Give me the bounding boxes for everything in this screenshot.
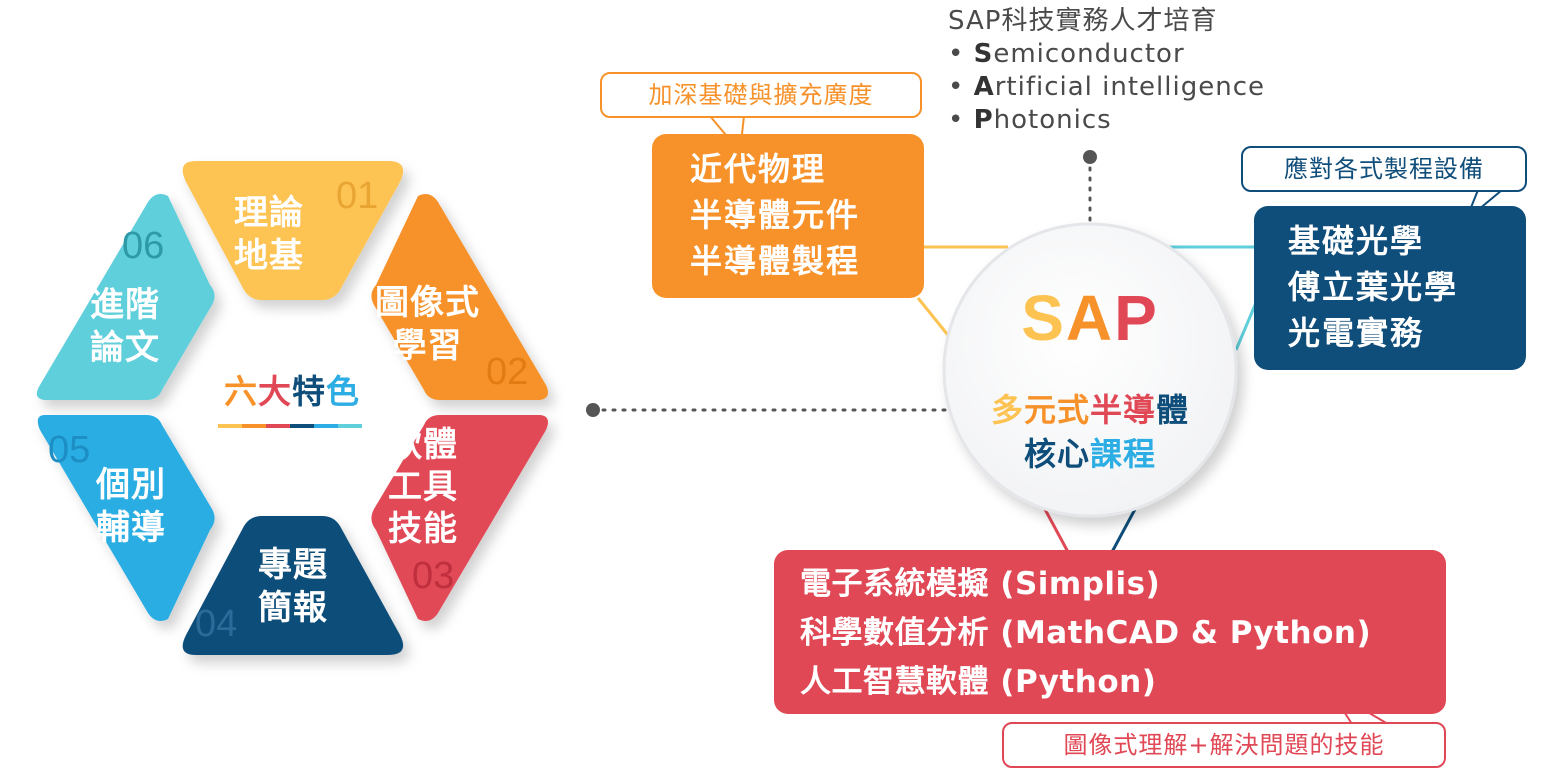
hub-bar-blue bbox=[314, 424, 338, 428]
segment-06-shape bbox=[36, 194, 215, 400]
segment-03-number: 03 bbox=[412, 555, 455, 597]
sap-title: SAP bbox=[1021, 282, 1159, 354]
segment-02-shape bbox=[371, 194, 548, 400]
box-optics-courses: 基礎光學 傅立葉光學 光電實務 bbox=[1254, 206, 1526, 370]
hub-bar-orange bbox=[242, 424, 266, 428]
segment-01-shape bbox=[182, 161, 404, 300]
connector-dot-left bbox=[586, 403, 600, 417]
segment-04-number: 04 bbox=[195, 603, 238, 645]
segment-04-label: 專題 簡報 bbox=[258, 545, 328, 628]
callout-orange: 加深基礎與擴充廣度 bbox=[600, 72, 922, 118]
segment-01-label: 理論 地基 bbox=[234, 193, 304, 276]
box-software-courses: 電子系統模擬 (Simplis) 科學數值分析 (MathCAD & Pytho… bbox=[774, 550, 1446, 714]
segment-05-label: 個別 輔導 bbox=[96, 465, 166, 548]
segment-02-number: 02 bbox=[486, 351, 529, 393]
sap-notes-title: SAP科技實務人才培育 bbox=[948, 6, 1218, 36]
hub-bar-teal bbox=[338, 424, 362, 428]
sap-note-item: • Artificial intelligence bbox=[948, 72, 1265, 102]
segment-04-shape bbox=[182, 516, 404, 655]
segment-05-number: 05 bbox=[48, 429, 91, 471]
hub-bar-navy bbox=[290, 424, 314, 428]
segment-06-label: 進階 論文 bbox=[90, 285, 160, 368]
segment-03-label: 軟體 工具 技能 bbox=[388, 425, 458, 549]
segment-06-number: 06 bbox=[122, 225, 165, 267]
six-features-title: 六大特色 bbox=[212, 370, 372, 430]
sap-note-item: • Photonics bbox=[948, 105, 1112, 135]
hub-bar-yellow bbox=[218, 424, 242, 428]
sap-circle bbox=[942, 222, 1238, 518]
hub-bar-red bbox=[266, 424, 290, 428]
callout-navy: 應對各式製程設備 bbox=[1241, 146, 1527, 192]
segment-02-label: 圖像式 學習 bbox=[375, 283, 480, 366]
segment-03-shape bbox=[371, 415, 548, 621]
segment-01-number: 01 bbox=[336, 175, 379, 217]
segment-05-shape bbox=[37, 415, 215, 621]
connector-dot-top bbox=[1083, 150, 1097, 164]
sap-note-item: • Semiconductor bbox=[948, 39, 1185, 69]
callout-red: 圖像式理解+解決問題的技能 bbox=[1002, 722, 1446, 768]
six-features-title-text: 六大特色 bbox=[224, 372, 360, 411]
sap-notes: SAP科技實務人才培育 • Semiconductor • Artificial… bbox=[948, 5, 1265, 137]
sap-subtitle-line1: 多元式半導體 bbox=[990, 391, 1190, 429]
sap-subtitle-line2: 核心課程 bbox=[1023, 435, 1157, 473]
box-physics-courses: 近代物理 半導體元件 半導體製程 bbox=[652, 134, 924, 298]
sap-subtitle: 多元式半導體 核心課程 bbox=[960, 388, 1220, 476]
